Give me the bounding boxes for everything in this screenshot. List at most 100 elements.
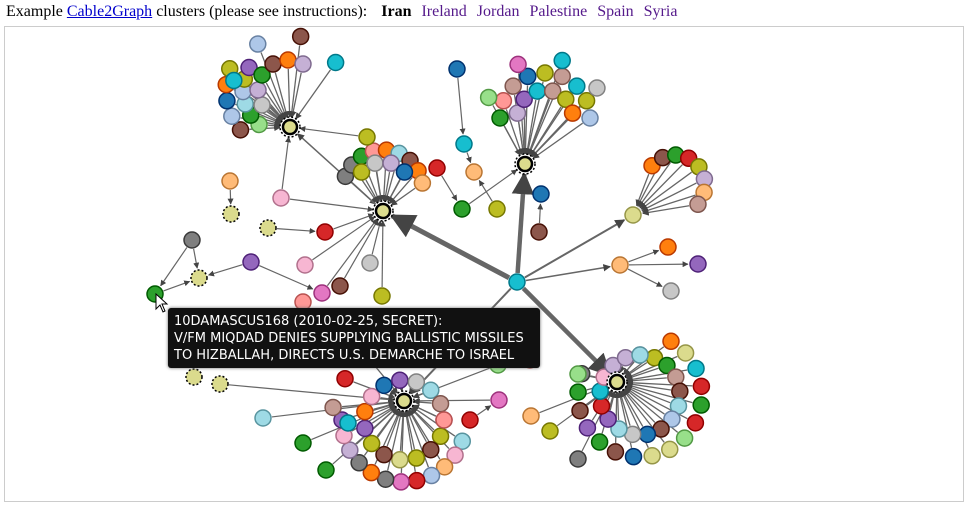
cable-node[interactable] bbox=[253, 66, 271, 84]
cable-node[interactable] bbox=[553, 67, 571, 86]
cable-node[interactable] bbox=[687, 359, 705, 378]
cable-node[interactable] bbox=[491, 109, 509, 127]
cable-node[interactable] bbox=[671, 382, 689, 401]
cable-node[interactable] bbox=[391, 451, 409, 469]
cable-node[interactable] bbox=[659, 238, 677, 256]
cable-node[interactable] bbox=[373, 287, 391, 305]
cluster-syria[interactable]: Syria bbox=[643, 3, 678, 20]
cable-node[interactable] bbox=[453, 200, 471, 218]
hub-node[interactable] bbox=[374, 202, 392, 220]
cable-node[interactable] bbox=[532, 185, 550, 203]
cable-node[interactable] bbox=[631, 346, 649, 364]
cable-node[interactable] bbox=[557, 90, 575, 109]
cable-node[interactable] bbox=[392, 473, 410, 491]
cable-node[interactable] bbox=[339, 414, 357, 432]
cable-node[interactable] bbox=[624, 206, 642, 224]
cable-node[interactable] bbox=[590, 433, 609, 451]
cable-node[interactable] bbox=[407, 471, 426, 490]
cable-node[interactable] bbox=[317, 461, 335, 479]
cable-node[interactable] bbox=[183, 231, 201, 249]
hub-node[interactable] bbox=[608, 373, 626, 391]
cable-node[interactable] bbox=[382, 154, 400, 172]
cable-node[interactable] bbox=[222, 205, 240, 223]
cable2graph-link[interactable]: Cable2Graph bbox=[66, 3, 153, 20]
cable-node[interactable] bbox=[446, 446, 464, 464]
cable-node[interactable] bbox=[272, 189, 290, 207]
cable-node[interactable] bbox=[692, 377, 711, 396]
cluster-spain[interactable]: Spain bbox=[597, 3, 634, 20]
cable-node[interactable] bbox=[254, 409, 272, 427]
cable-node[interactable] bbox=[689, 255, 707, 273]
cluster-iran[interactable]: Iran bbox=[381, 3, 412, 20]
cable-node[interactable] bbox=[375, 445, 393, 464]
cable-node[interactable] bbox=[362, 463, 381, 482]
cluster-palestine[interactable]: Palestine bbox=[529, 3, 588, 20]
cable-node[interactable] bbox=[588, 79, 606, 97]
cable-node[interactable] bbox=[362, 387, 381, 406]
cable-node[interactable] bbox=[225, 71, 243, 90]
cable-node[interactable] bbox=[375, 376, 393, 395]
cable-node[interactable] bbox=[592, 397, 611, 415]
cable-node[interactable] bbox=[571, 401, 589, 420]
cable-node[interactable] bbox=[643, 447, 661, 465]
cable-node[interactable] bbox=[448, 60, 466, 78]
cable-node[interactable] bbox=[578, 419, 597, 437]
cable-node[interactable] bbox=[356, 402, 374, 421]
cable-node[interactable] bbox=[326, 53, 345, 72]
cable-node[interactable] bbox=[465, 163, 483, 181]
cable-node[interactable] bbox=[692, 396, 710, 414]
cable-node[interactable] bbox=[663, 410, 681, 428]
cable-node[interactable] bbox=[407, 449, 426, 467]
cable-node[interactable] bbox=[563, 104, 582, 122]
cable-node[interactable] bbox=[366, 154, 384, 172]
cable-node[interactable] bbox=[259, 219, 277, 237]
cable-node[interactable] bbox=[361, 254, 379, 272]
cable-node[interactable] bbox=[543, 82, 562, 100]
cluster-ireland[interactable]: Ireland bbox=[421, 3, 467, 20]
cable-node[interactable] bbox=[336, 369, 354, 388]
hub-node[interactable] bbox=[281, 118, 299, 136]
cable-node[interactable] bbox=[616, 348, 635, 367]
cable-node[interactable] bbox=[568, 77, 586, 95]
cable-node[interactable] bbox=[494, 92, 513, 110]
cable-node[interactable] bbox=[240, 58, 258, 77]
cable-node[interactable] bbox=[428, 159, 446, 177]
cable-node[interactable] bbox=[242, 253, 260, 271]
cable-node[interactable] bbox=[435, 458, 454, 476]
cable-node[interactable] bbox=[422, 440, 440, 459]
cable-node[interactable] bbox=[569, 383, 587, 401]
cable-node[interactable] bbox=[253, 96, 271, 114]
cable-node[interactable] bbox=[376, 470, 395, 488]
cable-node[interactable] bbox=[350, 454, 368, 472]
cable-node[interactable] bbox=[185, 368, 203, 386]
cable-node[interactable] bbox=[356, 419, 374, 438]
hub-node[interactable] bbox=[395, 392, 413, 410]
cable-node[interactable] bbox=[223, 107, 241, 125]
cable-node[interactable] bbox=[658, 356, 676, 375]
cable-node[interactable] bbox=[606, 443, 625, 461]
cable-node[interactable] bbox=[508, 104, 527, 122]
cable-node[interactable] bbox=[611, 256, 629, 274]
cable-node[interactable] bbox=[231, 121, 250, 139]
cable-node[interactable] bbox=[249, 81, 267, 99]
cable-node[interactable] bbox=[279, 51, 297, 69]
cable-node[interactable] bbox=[190, 269, 208, 287]
cable-node[interactable] bbox=[264, 55, 282, 73]
cable-node[interactable] bbox=[504, 77, 522, 95]
cable-node[interactable] bbox=[522, 407, 540, 425]
cable-node[interactable] bbox=[413, 174, 432, 192]
cable-node[interactable] bbox=[341, 441, 359, 459]
cable-node[interactable] bbox=[461, 411, 479, 429]
cable-node[interactable] bbox=[515, 90, 533, 109]
cable-node[interactable] bbox=[431, 394, 450, 413]
cable-node[interactable] bbox=[624, 447, 643, 466]
cable-node[interactable] bbox=[686, 414, 705, 432]
cable-node[interactable] bbox=[331, 277, 349, 295]
cable-node[interactable] bbox=[313, 284, 331, 302]
cable-node[interactable] bbox=[422, 466, 441, 485]
cable-node[interactable] bbox=[610, 420, 628, 438]
cable-node[interactable] bbox=[662, 282, 680, 300]
cable-node[interactable] bbox=[211, 375, 229, 393]
cable-node[interactable] bbox=[435, 411, 453, 429]
cable-node[interactable] bbox=[553, 51, 571, 70]
